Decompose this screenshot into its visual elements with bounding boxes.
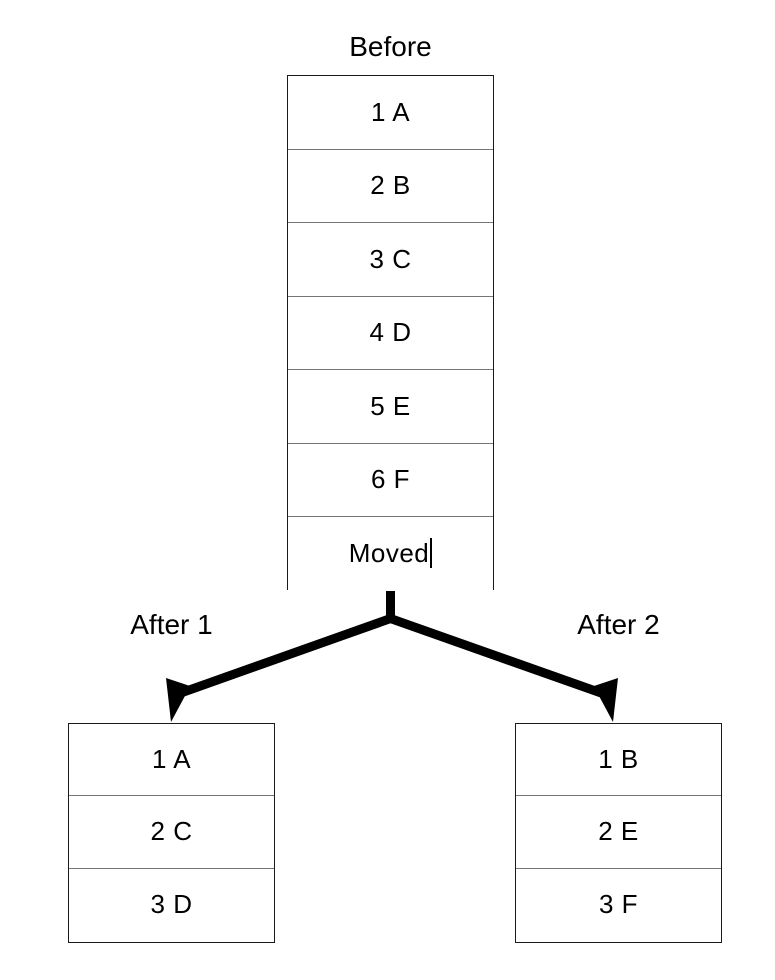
table-row[interactable]: 6 F bbox=[288, 443, 493, 517]
cell-text: 1 B bbox=[598, 744, 639, 775]
table-row[interactable]: 1 A bbox=[69, 724, 274, 797]
table-row[interactable]: 3 C bbox=[288, 223, 493, 297]
table-row[interactable]: 1 B bbox=[516, 724, 721, 797]
text-cursor-caret bbox=[430, 537, 433, 568]
after-1-title: After 1 bbox=[130, 609, 213, 640]
cell-text: 1 A bbox=[370, 96, 411, 127]
table-row[interactable]: 3 D bbox=[69, 868, 274, 941]
table-row-editing[interactable]: Moved bbox=[288, 517, 493, 591]
arrowhead-right-icon bbox=[582, 678, 618, 722]
cell-text: 2 C bbox=[150, 816, 193, 847]
cell-text: 4 D bbox=[369, 317, 412, 348]
table-row[interactable]: 2 B bbox=[288, 149, 493, 223]
table-row[interactable]: 1 A bbox=[288, 76, 493, 150]
cell-text: 3 C bbox=[369, 243, 412, 274]
table-row[interactable]: 2 E bbox=[516, 796, 721, 869]
cell-text: 2 B bbox=[370, 170, 411, 201]
table-row[interactable]: 5 E bbox=[288, 370, 493, 444]
cell-text: 3 F bbox=[598, 889, 639, 920]
arrowhead-left-icon bbox=[166, 678, 202, 722]
table-row[interactable]: 4 D bbox=[288, 296, 493, 370]
cell-text: Moved bbox=[348, 538, 430, 569]
table-row[interactable]: 3 F bbox=[516, 868, 721, 941]
cell-text: 3 D bbox=[150, 889, 193, 920]
after-2-table[interactable]: 1 B 2 E 3 F bbox=[515, 723, 722, 943]
after-2-title: After 2 bbox=[577, 609, 660, 640]
cell-text: 5 E bbox=[370, 390, 411, 421]
table-row[interactable]: 2 C bbox=[69, 796, 274, 869]
cell-text: 2 E bbox=[598, 816, 639, 847]
cell-text: 1 A bbox=[151, 744, 192, 775]
before-title: Before bbox=[349, 31, 432, 62]
cell-text: 6 F bbox=[370, 464, 411, 495]
after-1-table[interactable]: 1 A 2 C 3 D bbox=[68, 723, 275, 943]
before-table[interactable]: 1 A 2 B 3 C 4 D 5 E 6 F Moved bbox=[287, 75, 494, 591]
